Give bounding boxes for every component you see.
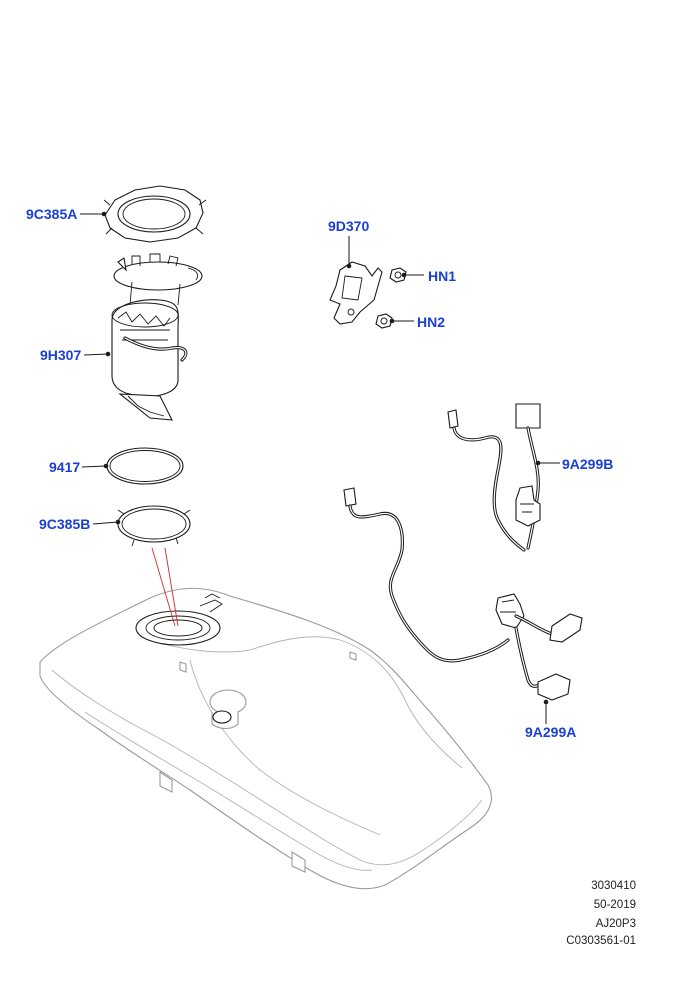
callout-9c385a[interactable]: 9C385A bbox=[26, 206, 78, 222]
callout-hn2[interactable]: HN2 bbox=[417, 314, 446, 330]
reference-code-3: AJ20P3 bbox=[595, 918, 636, 930]
callout-9c385b[interactable]: 9C385B bbox=[39, 516, 91, 532]
fuel-tank bbox=[39, 587, 492, 890]
mounting-bracket bbox=[329, 261, 383, 325]
assembly-guide-lines bbox=[151, 547, 179, 627]
locking-ring-bottom bbox=[117, 505, 191, 547]
callout-9d370[interactable]: 9D370 bbox=[328, 218, 370, 234]
callout-9a299a[interactable]: 9A299A bbox=[525, 724, 577, 740]
reference-code-2: 50-2019 bbox=[593, 899, 636, 911]
o-ring-seal bbox=[106, 447, 184, 485]
fuel-level-sender-b bbox=[447, 403, 541, 552]
nut-hn2 bbox=[375, 313, 393, 329]
reference-code-4: C0303561-01 bbox=[566, 935, 636, 947]
reference-code-1: 3030410 bbox=[591, 880, 636, 892]
fuel-pump-module bbox=[111, 253, 203, 421]
callout-9a299b[interactable]: 9A299B bbox=[562, 456, 614, 472]
callout-9417[interactable]: 9417 bbox=[49, 459, 81, 475]
locking-ring-top bbox=[103, 185, 207, 243]
callout-hn1[interactable]: HN1 bbox=[428, 268, 457, 284]
leader-lines bbox=[80, 211, 560, 724]
callout-9h307[interactable]: 9H307 bbox=[40, 347, 82, 363]
fuel-level-sender-a bbox=[343, 487, 583, 701]
nut-hn1 bbox=[389, 267, 407, 283]
